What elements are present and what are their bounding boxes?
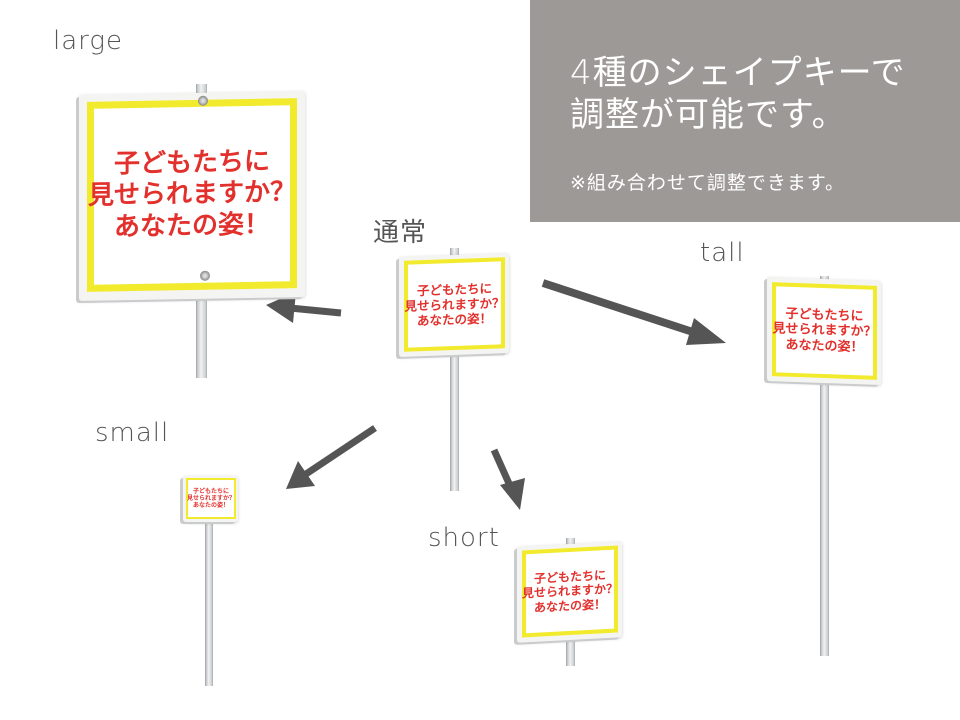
info-title: 4種のシェイプキーで 調整が可能です。 xyxy=(570,52,950,136)
arrow-down-left-icon xyxy=(286,425,377,489)
sign-board: 子どもたちに 見せられますか？ あなたの姿！ xyxy=(517,541,622,643)
sign-board-frame: 子どもたちに 見せられますか？ あなたの姿！ xyxy=(404,257,505,352)
sign-board: 子どもたちに 見せられますか？ あなたの姿！ xyxy=(399,253,509,357)
sign-pole xyxy=(205,520,213,686)
sign-pole xyxy=(450,248,459,491)
arrow-down-icon xyxy=(490,448,525,510)
sign-pole xyxy=(820,276,829,656)
info-panel: 4種のシェイプキーで 調整が可能です。 ※組み合わせて調整できます。 xyxy=(530,0,960,222)
sign-board-frame: 子どもたちに 見せられますか？ あなたの姿！ xyxy=(522,545,618,638)
sign-line-2: 見せられますか？ xyxy=(187,494,236,502)
label-short: short xyxy=(428,523,500,553)
arrow-right-down-icon xyxy=(541,279,726,345)
sign-board-frame: 子どもたちに 見せられますか？ あなたの姿！ xyxy=(772,282,877,380)
sign-line-3: あなたの姿！ xyxy=(533,596,606,615)
sign-line-3: あなたの姿！ xyxy=(192,502,229,510)
info-note: ※組み合わせて調整できます。 xyxy=(570,172,846,194)
label-normal: 通常 xyxy=(373,218,428,248)
arrow-left-icon xyxy=(266,292,342,323)
label-large: large xyxy=(53,26,123,56)
sign-line-3: あなたの姿！ xyxy=(416,310,492,329)
sign-line-1: 子どもたちに xyxy=(113,146,270,180)
sign-board: 子どもたちに 見せられますか？ あなたの姿！ xyxy=(767,277,881,385)
sign-line-1: 子どもたちに xyxy=(192,487,229,495)
sign-board: 子どもたちに 見せられますか？ あなたの姿！ xyxy=(79,91,305,301)
sign-board-frame: 子どもたちに 見せられますか？ あなたの姿！ xyxy=(87,98,297,292)
sign-board: 子どもたちに 見せられますか？ あなたの姿！ xyxy=(183,476,238,522)
sign-line-2: 見せられますか？ xyxy=(88,177,297,212)
info-title-line2: 調整が可能です。 xyxy=(570,95,847,135)
sign-line-3: あなたの姿！ xyxy=(113,209,270,242)
sign-line-3: あなたの姿！ xyxy=(785,337,864,356)
sign-board-frame: 子どもたちに 見せられますか？ あなたの姿！ xyxy=(186,478,236,519)
label-small: small xyxy=(95,418,170,448)
info-title-line1: 4種のシェイプキーで xyxy=(570,53,906,93)
label-tall: tall xyxy=(700,238,745,268)
